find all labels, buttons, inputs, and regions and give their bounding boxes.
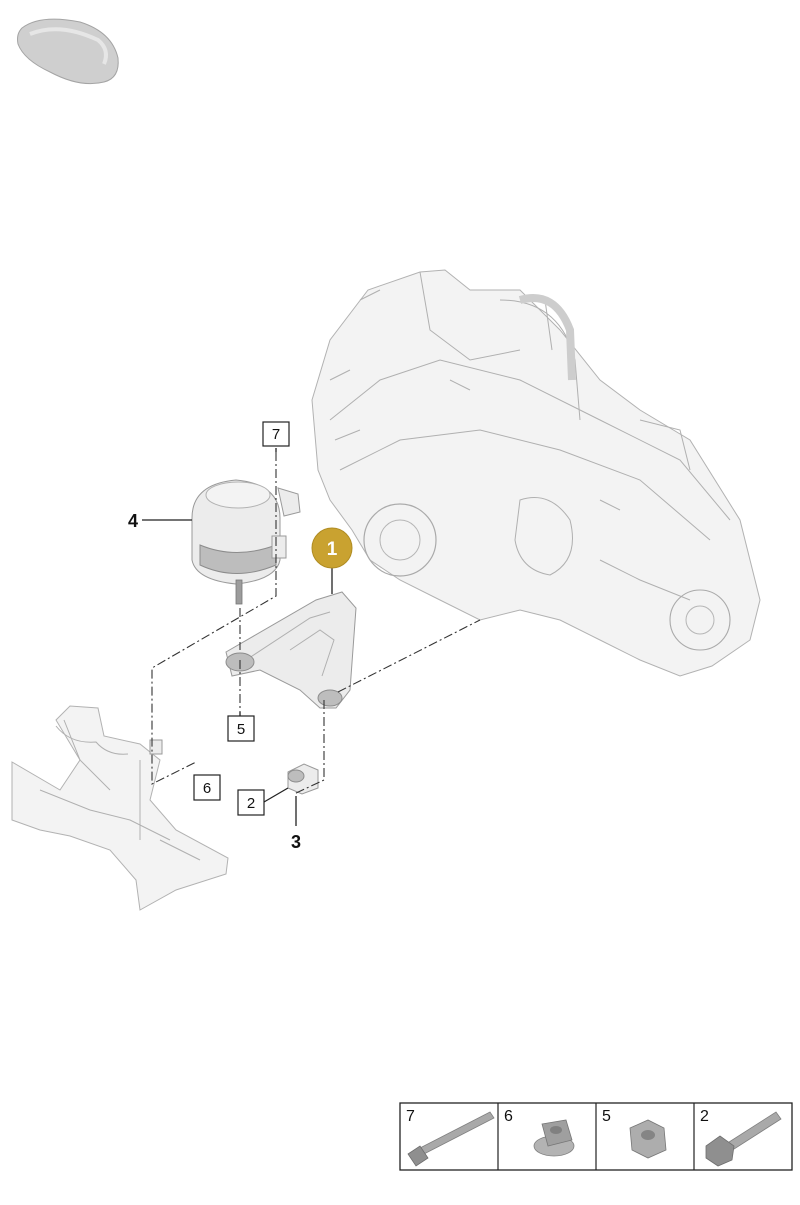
callout-7-label: 7 — [272, 426, 280, 443]
legend-label-2: 2 — [700, 1108, 709, 1125]
leader-lines — [142, 448, 333, 826]
legend-label-6: 6 — [504, 1108, 513, 1125]
callout-5-label: 5 — [237, 721, 245, 738]
callout-2-label: 2 — [247, 795, 255, 812]
legend-cell-5[interactable]: 5 — [602, 1108, 667, 1159]
callout-7-box[interactable]: 7 — [262, 421, 290, 447]
assembly-lines — [151, 452, 481, 795]
callout-1-label: 1 — [327, 539, 338, 560]
body-crossmember — [11, 705, 229, 911]
legend-label-7: 7 — [406, 1108, 415, 1125]
callout-5-box[interactable]: 5 — [227, 715, 255, 742]
legend-cell-7[interactable]: 7 — [406, 1108, 495, 1167]
hex-nut-icon — [629, 1119, 667, 1159]
legend-label-5: 5 — [602, 1108, 611, 1125]
flange-nut-icon — [533, 1119, 575, 1157]
legend-cell-2[interactable]: 2 — [700, 1108, 782, 1167]
callout-4-label[interactable]: 4 — [128, 511, 138, 531]
callout-6-box[interactable]: 6 — [193, 774, 221, 801]
hex-bolt-icon — [705, 1111, 782, 1167]
callout-2-box[interactable]: 2 — [237, 789, 265, 816]
legend-cell-6[interactable]: 6 — [504, 1108, 575, 1157]
bolt-long-icon — [407, 1111, 495, 1167]
vehicle-silhouette-icon — [17, 18, 119, 85]
transmission-bracket — [225, 591, 357, 709]
callout-3-label[interactable]: 3 — [291, 832, 301, 852]
callout-6-label: 6 — [203, 780, 211, 797]
transmission-assembly — [311, 269, 761, 677]
callout-1-highlighted[interactable]: 1 — [311, 527, 353, 569]
fastener-legend-table: 7 6 5 2 — [399, 1102, 793, 1171]
transmission-mount — [191, 479, 301, 605]
